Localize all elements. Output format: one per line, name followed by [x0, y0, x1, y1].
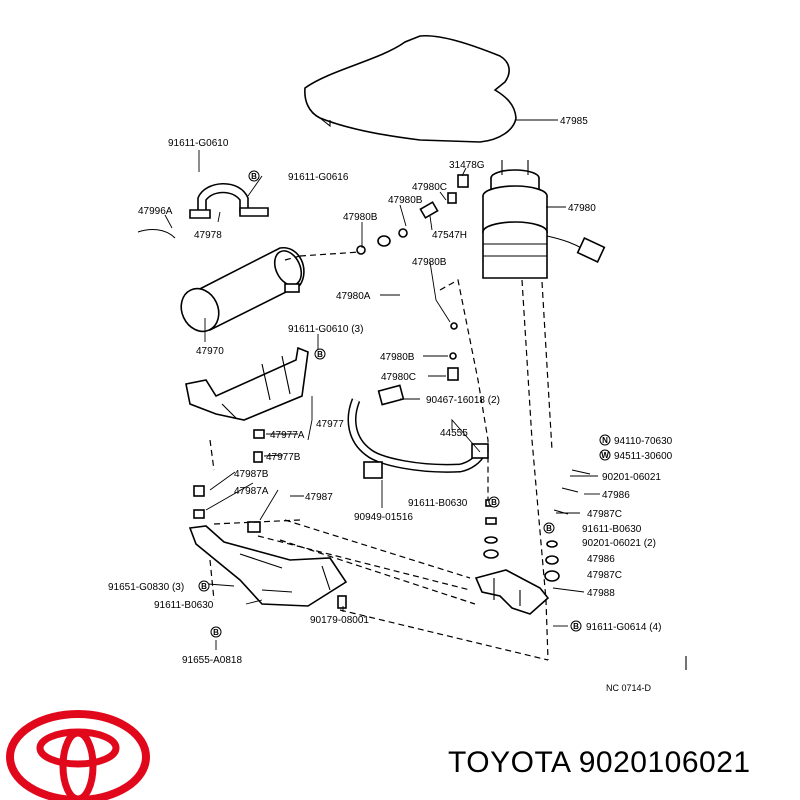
label-47977b: 47977B — [266, 452, 301, 463]
label-47987b: 47987B — [234, 469, 269, 480]
label-47978: 47978 — [194, 230, 222, 241]
pump-47980 — [482, 160, 606, 279]
label-47977a: 47977A — [270, 430, 305, 441]
label-47980b-2: 47980B — [343, 212, 378, 223]
label-47980c-top: 47980C — [412, 182, 447, 193]
svg-text:W: W — [601, 451, 609, 460]
label-90467-16018: 90467-16018 (2) — [426, 395, 500, 406]
clamp-47978 — [189, 183, 269, 219]
label-47987c-2: 47987C — [587, 570, 622, 581]
b-symbol-icon: B — [488, 496, 500, 508]
label-91611-b0630-mid: 91611-B0630 — [408, 498, 468, 509]
b-symbol-icon: B — [210, 626, 222, 638]
label-47547h: 47547H — [432, 230, 467, 241]
w-symbol-icon: W — [599, 449, 611, 461]
label-91611-g0610-3: 91611-G0610 (3) — [288, 324, 363, 335]
label-91651-g0830: 91651-G0830 (3) — [108, 582, 184, 593]
label-44555: 44555 — [440, 428, 468, 439]
toyota-logo — [6, 710, 150, 800]
label-94511-30600: 94511-30600 — [614, 451, 673, 462]
svg-text:B: B — [251, 172, 257, 181]
label-47996a: 47996A — [138, 206, 173, 217]
svg-text:B: B — [213, 628, 219, 637]
label-94110-70630: 94110-70630 — [614, 436, 673, 447]
label-47987: 47987 — [305, 492, 333, 503]
label-47987a: 47987A — [234, 486, 269, 497]
label-47980b-4: 47980B — [380, 352, 415, 363]
circled-symbols: B B B N W B B B B — [198, 170, 687, 670]
label-47986-1: 47986 — [602, 490, 630, 501]
label-91611-b0630-l: 91611-B0630 — [154, 600, 214, 611]
label-90949-01516: 90949-01516 — [354, 512, 413, 523]
label-90201-06021: 90201-06021 — [602, 472, 661, 483]
part-labels: 47985 91611-G0610 91611-G0616 31478G 479… — [108, 116, 673, 666]
label-47987c-1: 47987C — [587, 509, 622, 520]
label-91655-a0818: 91655-A0818 — [182, 655, 242, 666]
svg-text:B: B — [546, 524, 552, 533]
label-47988: 47988 — [587, 588, 615, 599]
fitting-31478g — [447, 174, 469, 204]
label-47977: 47977 — [316, 419, 344, 430]
n-symbol-icon: N — [599, 434, 611, 446]
label-47980: 47980 — [568, 203, 596, 214]
label-90201-06021-2: 90201-06021 (2) — [582, 538, 656, 549]
label-47980a: 47980A — [336, 291, 371, 302]
label-47980c-2: 47980C — [381, 372, 416, 383]
label-47980b-3: 47980B — [412, 257, 447, 268]
reservoir-47970 — [180, 247, 305, 333]
svg-text:N: N — [602, 436, 608, 445]
label-47986-2: 47986 — [587, 554, 615, 565]
label-31478g: 31478G — [449, 160, 485, 171]
label-91611-b0630-r: 91611-B0630 — [582, 524, 642, 535]
label-91611-g0614: 91611-G0614 (4) — [586, 622, 661, 633]
label-91611-g0616: 91611-G0616 — [288, 172, 349, 183]
b-symbol-icon: B — [314, 348, 326, 360]
cover-47985 — [304, 34, 517, 143]
hose-44555 — [347, 384, 489, 479]
svg-text:B: B — [317, 350, 323, 359]
strap-47996a — [137, 228, 176, 239]
b-symbol-icon: B — [248, 170, 260, 182]
bracket-47977 — [185, 346, 309, 463]
svg-text:B: B — [201, 582, 207, 591]
b-symbol-icon: B — [543, 522, 555, 534]
b-symbol-icon: B — [570, 620, 582, 632]
diagram-code: NC 0714-D — [606, 683, 652, 693]
label-90179-08001: 90179-08001 — [310, 615, 369, 626]
svg-text:B: B — [573, 622, 579, 631]
label-47980b-1: 47980B — [388, 195, 423, 206]
lower-bracket — [188, 485, 348, 609]
brand-caption: TOYOTA 9020106021 — [448, 746, 751, 779]
hose-47980a — [377, 235, 441, 328]
label-47970: 47970 — [196, 346, 224, 357]
fittings-47980b — [356, 201, 459, 381]
bracket-47988 — [474, 499, 550, 615]
label-47985: 47985 — [560, 116, 588, 127]
label-91611-g0610: 91611-G0610 — [168, 138, 229, 149]
dashed-guides — [209, 251, 553, 661]
leader-lines — [164, 119, 600, 650]
b-symbol-icon: B — [198, 580, 210, 592]
svg-text:B: B — [491, 498, 497, 507]
